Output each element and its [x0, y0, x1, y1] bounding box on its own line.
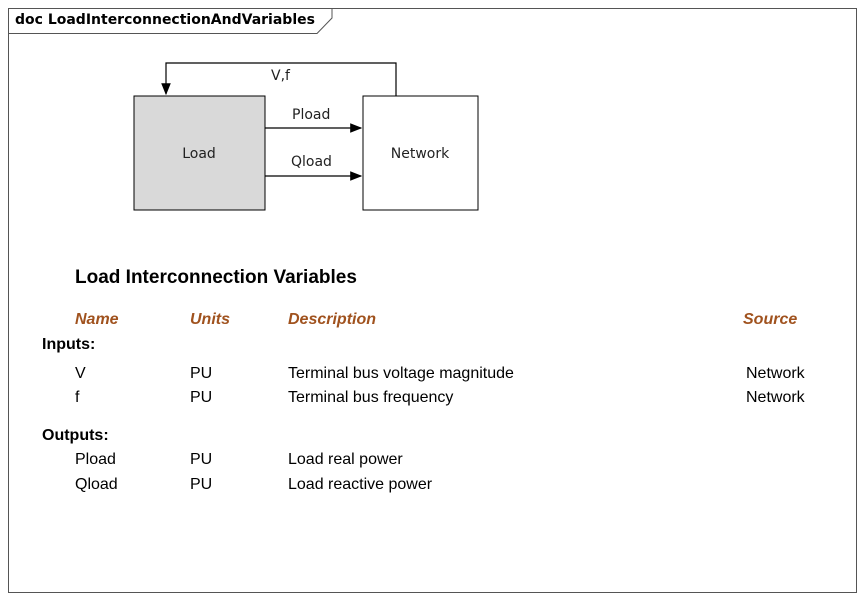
row-name: V: [75, 365, 86, 382]
pload-flow-label: Pload: [292, 107, 330, 123]
row-name: Pload: [75, 451, 116, 468]
frame-title-tab: [8, 8, 333, 34]
row-units: PU: [190, 389, 213, 406]
row-description: Terminal bus frequency: [288, 389, 454, 406]
column-header-source: Source: [743, 311, 798, 328]
row-units: PU: [190, 476, 213, 493]
inputs-label: Inputs:: [42, 336, 96, 353]
row-units: PU: [190, 451, 213, 468]
load-block: [133, 95, 266, 211]
row-description: Load real power: [288, 451, 403, 468]
row-units: PU: [190, 365, 213, 382]
row-source: Network: [746, 365, 805, 382]
load-block-label: Load: [182, 146, 216, 162]
qload-flow-label: Qload: [291, 154, 332, 170]
frame-title: doc LoadInterconnectionAndVariables: [15, 12, 315, 28]
row-description: Load reactive power: [288, 476, 433, 493]
network-block: [362, 95, 479, 211]
network-block-label: Network: [391, 146, 450, 162]
vf-feedback-arrow: [161, 62, 397, 96]
column-header-name: Name: [75, 311, 119, 328]
variables-title: Load Interconnection Variables: [75, 267, 357, 288]
column-header-units: Units: [190, 311, 230, 328]
row-name: Qload: [75, 476, 118, 493]
outputs-label: Outputs:: [42, 427, 109, 444]
row-source: Network: [746, 389, 805, 406]
vf-flow-label: V,f: [271, 68, 291, 84]
row-description: Terminal bus voltage magnitude: [288, 365, 514, 382]
diagram-frame: [8, 8, 857, 593]
block-diagram: Load Network V,f Pload Qload: [133, 62, 479, 211]
row-name: f: [75, 389, 80, 406]
column-header-description: Description: [288, 311, 377, 328]
